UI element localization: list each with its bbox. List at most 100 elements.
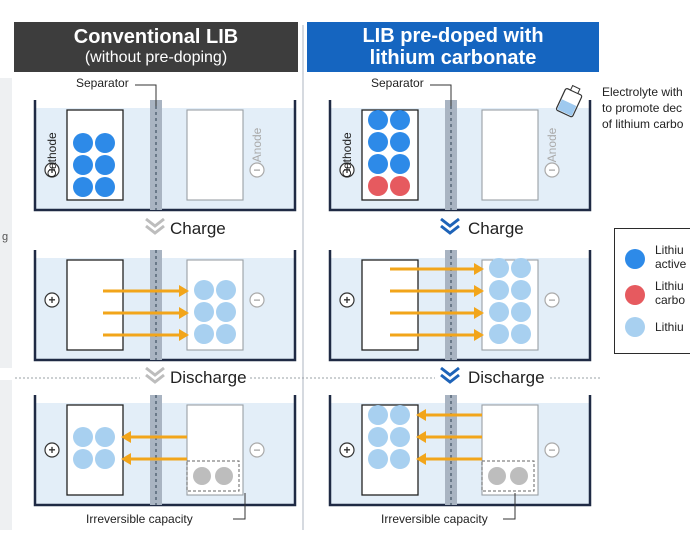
right-charged-arrow-0-head [474,263,484,275]
right-initial-ball-3 [390,132,410,152]
right-charged-arrow-1-head [474,285,484,297]
left-discharged-ball-2 [73,449,93,469]
separator-label-left: Separator [76,76,129,90]
electrolyte-note-line3: of lithium carbo [602,117,684,131]
legend-item-1-line2: active [655,257,687,271]
left-charged-minus-icon-glyph: − [253,293,260,307]
left-charged-beaker [33,250,297,362]
right-discharged-plus-icon-ring [339,442,355,458]
right-charged-minus-icon-ring [544,292,560,308]
charge-label-right: Charge [468,219,524,238]
right-discharged-arrow-1-head [416,431,426,443]
left-initial-anode-label: Anode [250,127,264,162]
legend-item-2-line2: carbo [655,293,686,307]
left-charged-ball-4 [194,324,214,344]
right-header: LIB pre-doped with lithium carbonate [307,22,599,72]
electrolyte-bottle-icon [555,84,583,118]
right-initial-minus-icon-glyph: − [548,163,555,177]
bottle-liquid [557,99,577,117]
right-charged-ball-4 [489,302,509,322]
right-charged-ball-2 [489,280,509,300]
charge-chevron-left-1 [145,224,165,235]
light-blue-ball-icon [625,317,645,337]
left-header-title: Conventional LIB [73,26,239,48]
left-initial-ball-3 [95,155,115,175]
separator-leader-left [135,84,157,106]
left-discharged-irr-ball-0 [193,467,211,485]
discharge-label-right: Discharge [468,368,545,387]
red-ball-icon [625,285,645,305]
left-discharged-plus-icon-glyph: + [48,443,55,457]
right-initial-plus-icon-glyph: + [343,163,350,177]
left-charged-ball-3 [216,302,236,322]
right-discharged-irr-ball-1 [510,467,528,485]
right-charged-ball-0 [489,258,509,278]
left-charged-ball-2 [194,302,214,322]
left-discharged-ball-3 [95,449,115,469]
left-initial-beaker [33,100,297,212]
electrolyte-note-line1: Electrolyte with [602,85,683,99]
left-discharged-cathode [66,404,124,496]
right-discharged-ball-2 [368,427,388,447]
left-initial-ball-2 [73,155,93,175]
right-discharged-ball-0 [368,405,388,425]
right-discharged-minus-icon-ring [544,442,560,458]
charge-label-left: Charge [170,219,226,238]
right-charged-plus-icon-ring [339,292,355,308]
discharge-chevron-right-1 [440,373,460,384]
irreversible-leader-left [233,493,246,520]
separator-leader-right [430,84,452,106]
right-initial-cathode-label: Cathode [340,132,354,178]
left-initial-minus-icon-ring [249,162,265,178]
left-strip-lower [0,380,12,530]
right-discharged-ball-3 [390,427,410,447]
left-header-subtitle: (without pre-doping) [84,49,228,66]
left-discharged-minus-icon-glyph: − [253,443,260,457]
right-discharged-arrow-2-head [416,453,426,465]
left-discharged-plus-icon-ring [44,442,60,458]
right-charged-ball-3 [511,280,531,300]
left-initial-ball-5 [95,177,115,197]
left-initial-ball-4 [73,177,93,197]
right-charged-minus-icon-glyph: − [548,293,555,307]
right-charged-ball-7 [511,324,531,344]
discharge-chevron-left-0 [145,366,165,377]
blue-ball-icon [625,249,645,269]
left-charged-plus-icon-glyph: + [48,293,55,307]
discharge-chevron-right-0 [440,366,460,377]
right-discharged-ball-1 [390,405,410,425]
right-initial-anode [481,109,539,201]
discharge-label-left: Discharge [170,368,247,387]
separator-label-right: Separator [371,76,424,90]
left-discharged-arrow-0-head [121,431,131,443]
electrolyte-note-line2: to promote dec [602,101,683,115]
right-initial-plus-icon-ring [339,162,355,178]
right-initial-minus-icon-ring [544,162,560,178]
right-initial-ball-7 [390,176,410,196]
irreversible-capacity-label-left: Irreversible capacity [86,512,193,526]
left-initial-ball-1 [95,133,115,153]
right-initial-ball-0 [368,110,388,130]
right-charged-ball-6 [489,324,509,344]
right-discharged-minus-icon-glyph: − [548,443,555,457]
right-charged-arrow-3-head [474,329,484,341]
legend-item-2-line1: Lithiu [655,279,684,293]
right-charged-plus-icon-glyph: + [343,293,350,307]
right-initial-ball-2 [368,132,388,152]
right-initial-beaker [328,100,592,212]
right-header-title-line1: LIB pre-doped with [362,25,544,47]
irreversible-leader-right [503,493,516,520]
right-discharged-ball-5 [390,449,410,469]
left-discharged-ball-0 [73,427,93,447]
electrolyte-note: Electrolyte with to promote dec of lithi… [602,84,683,132]
left-initial-minus-icon-glyph: − [253,163,260,177]
right-initial-ball-5 [390,154,410,174]
right-charged-beaker [328,250,592,362]
right-discharged-irr-ball-0 [488,467,506,485]
left-initial-plus-icon-ring [44,162,60,178]
left-initial-anode [186,109,244,201]
left-header: Conventional LIB (without pre-doping) [14,22,298,72]
left-charged-ball-5 [216,324,236,344]
left-charged-arrow-1-head [179,307,189,319]
